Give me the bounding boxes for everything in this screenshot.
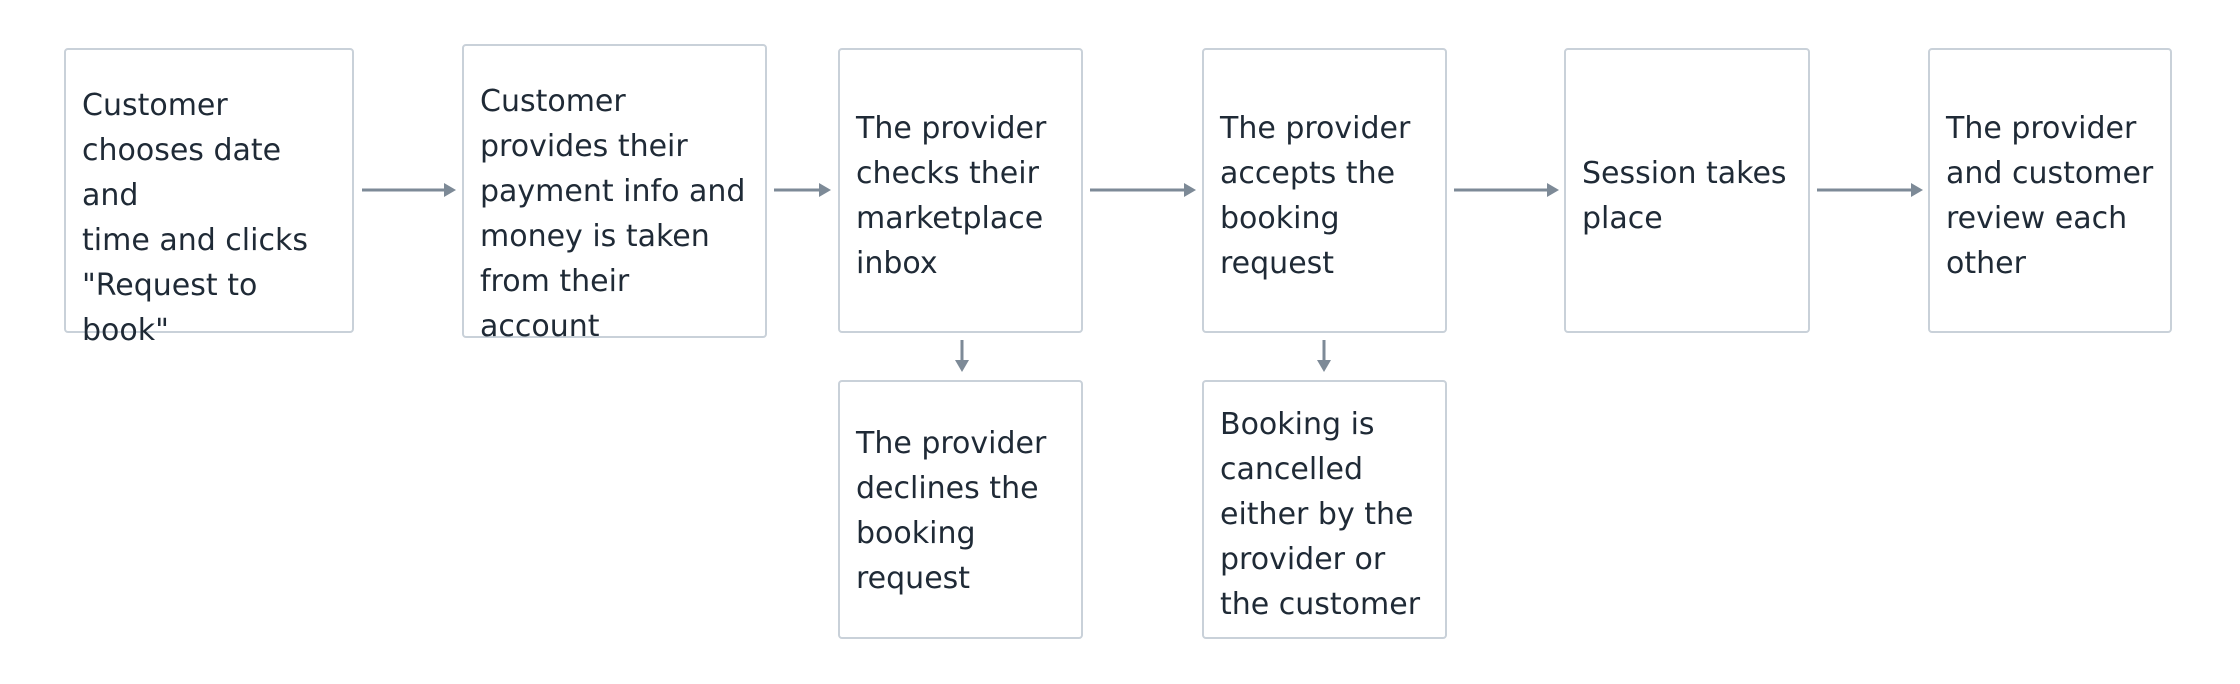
step-session-takes-place: Session takes place bbox=[1564, 48, 1810, 333]
arrow-step4-to-cancel bbox=[1317, 340, 1331, 372]
arrow-step4-to-step5 bbox=[1454, 183, 1559, 197]
branch-provider-declines: The provider declines the booking reques… bbox=[838, 380, 1083, 639]
arrow-step5-to-step6 bbox=[1817, 183, 1923, 197]
step-provider-accepts: The provider accepts the booking request bbox=[1202, 48, 1447, 333]
arrow-step1-to-step2 bbox=[362, 183, 456, 197]
arrow-step3-to-decline bbox=[955, 340, 969, 372]
step-provider-checks-inbox: The provider checks their marketplace in… bbox=[838, 48, 1083, 333]
step-customer-payment: Customer provides their payment info and… bbox=[462, 44, 767, 344]
arrow-step2-to-step3 bbox=[774, 183, 831, 197]
arrow-step3-to-step4 bbox=[1090, 183, 1196, 197]
step-mutual-review: The provider and customer review each ot… bbox=[1928, 48, 2172, 333]
step-customer-request: Customer chooses date and time and click… bbox=[64, 48, 354, 348]
branch-booking-cancelled: Booking is cancelled either by the provi… bbox=[1202, 380, 1447, 639]
